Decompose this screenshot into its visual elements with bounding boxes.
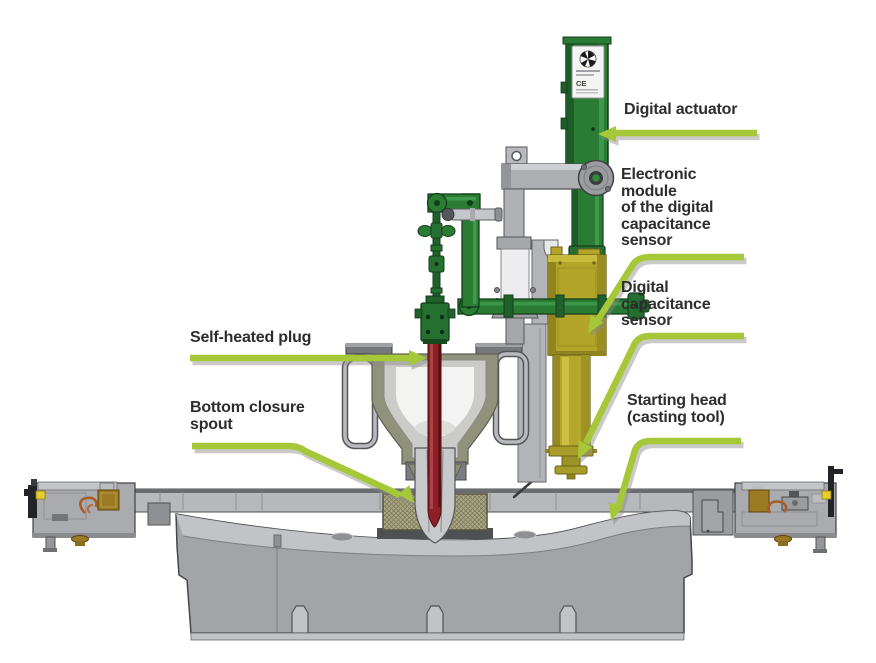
label-bottom-closure-spout: Bottom closure spout bbox=[190, 399, 305, 433]
left-clamp-unit bbox=[24, 479, 136, 552]
right-clamp-unit bbox=[734, 466, 843, 553]
arrow-digital-actuator bbox=[598, 126, 757, 142]
pinwheel-logo-icon bbox=[579, 50, 597, 68]
pivot-joint-disc bbox=[577, 159, 615, 197]
green-support-pipe bbox=[457, 292, 650, 320]
clamp-handle bbox=[441, 207, 503, 222]
label-electronic-module: Electronic module of the digital capacit… bbox=[621, 166, 714, 249]
label-digital-actuator: Digital actuator bbox=[624, 101, 738, 118]
callout-arrows bbox=[190, 126, 757, 521]
label-starting-head: Starting head (casting tool) bbox=[627, 392, 727, 426]
callout-arrow-shadows bbox=[192, 130, 760, 525]
label-self-heated-plug: Self-heated plug bbox=[190, 329, 312, 346]
arrow-digital-capacitance-sensor bbox=[578, 332, 744, 459]
ce-mark-text: CE bbox=[576, 79, 586, 88]
arrow-starting-head bbox=[609, 437, 741, 521]
starting-head-block bbox=[175, 510, 693, 641]
plug-clamp bbox=[414, 295, 456, 344]
green-linkage bbox=[414, 192, 503, 344]
arrow-bottom-closure-spout bbox=[192, 442, 414, 503]
arrow-electronic-module bbox=[588, 253, 744, 333]
arrow-self-heated-plug bbox=[190, 350, 427, 366]
digital-actuator-graphic: CE bbox=[560, 36, 612, 274]
label-digital-capacitance-sensor: Digital capacitance sensor bbox=[621, 279, 711, 329]
actuator-name-plate: CE bbox=[571, 45, 605, 99]
self-heated-plug-rod bbox=[427, 340, 442, 528]
capacitance-sensor-probe bbox=[545, 354, 597, 480]
